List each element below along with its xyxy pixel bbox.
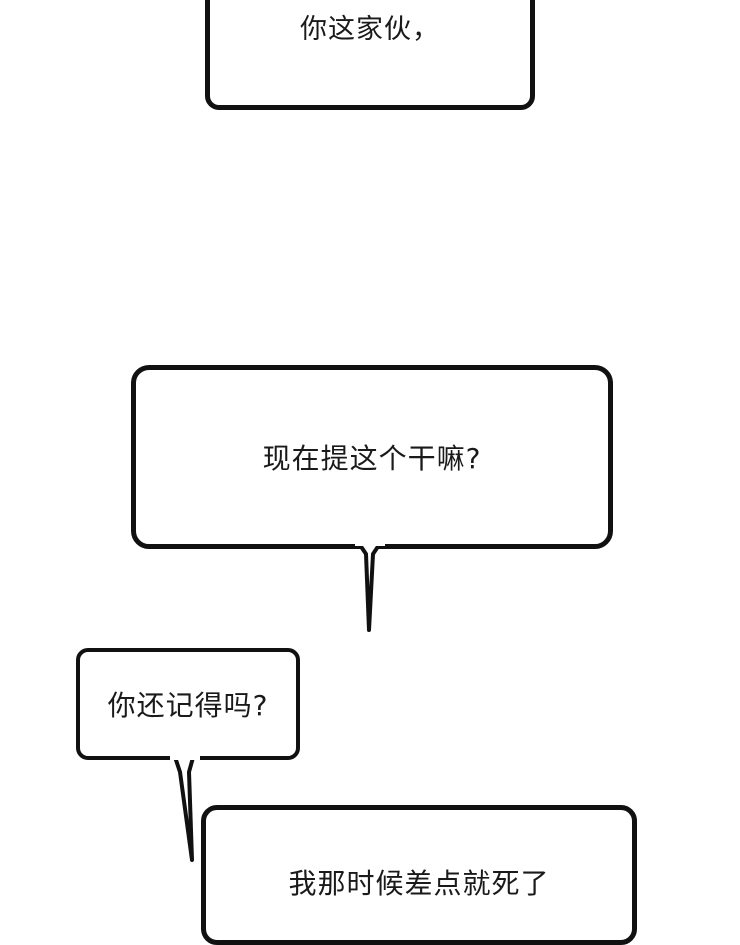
speech-bubble-2-tail — [355, 540, 385, 632]
speech-text-1: 你这家伙， — [300, 14, 440, 45]
speech-bubble-3-tail — [170, 752, 200, 862]
speech-text-4: 我那时候差点就死了 — [288, 867, 550, 900]
speech-text-3: 你还记得吗? — [107, 689, 269, 722]
speech-bubble-3: 你还记得吗? — [76, 648, 300, 760]
comic-panel: 你这家伙， 现在提这个干嘛? 你还记得吗? 我那时候差点就死了 — [76, 0, 637, 945]
speech-bubble-1: 你这家伙， — [205, 0, 535, 110]
speech-bubble-2: 现在提这个干嘛? — [131, 365, 613, 549]
speech-bubble-4: 我那时候差点就死了 — [201, 805, 637, 945]
speech-text-2: 现在提这个干嘛? — [262, 442, 482, 475]
